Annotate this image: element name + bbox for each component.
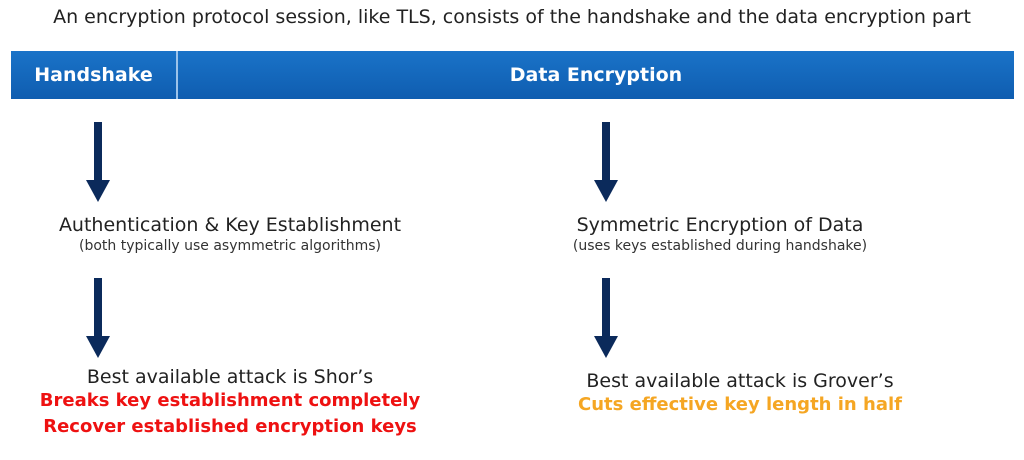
auth-key-establishment-note: (both typically use asymmetric algorithm… — [79, 238, 381, 254]
shor-impact-line-1: Breaks key establishment completely — [39, 390, 421, 411]
grover-attack-label: Best available attack is Grover’s — [586, 370, 894, 392]
symmetric-encryption-label: Symmetric Encryption of Data — [576, 214, 864, 236]
grover-impact-line: Cuts effective key length in half — [578, 394, 902, 415]
header-bar: Handshake Data Encryption — [11, 51, 1014, 99]
handshake-attack: Best available attack is Shor’s Breaks k… — [20, 366, 440, 440]
handshake-header: Handshake — [11, 51, 178, 99]
page-title: An encryption protocol session, like TLS… — [53, 6, 971, 28]
data-encryption-header: Data Encryption — [509, 64, 683, 86]
down-arrow-icon — [86, 122, 110, 202]
shor-attack-label: Best available attack is Shor’s — [86, 366, 374, 388]
handshake-step-auth: Authentication & Key Establishment (both… — [20, 214, 440, 254]
data-encryption-step-symmetric: Symmetric Encryption of Data (uses keys … — [510, 214, 930, 254]
down-arrow-icon — [594, 122, 618, 202]
down-arrow-icon — [86, 278, 110, 358]
symmetric-encryption-note: (uses keys established during handshake) — [572, 238, 868, 254]
down-arrow-icon — [594, 278, 618, 358]
auth-key-establishment-label: Authentication & Key Establishment — [58, 214, 402, 236]
shor-impact-line-2: Recover established encryption keys — [43, 416, 417, 437]
data-encryption-attack: Best available attack is Grover’s Cuts e… — [530, 370, 950, 418]
